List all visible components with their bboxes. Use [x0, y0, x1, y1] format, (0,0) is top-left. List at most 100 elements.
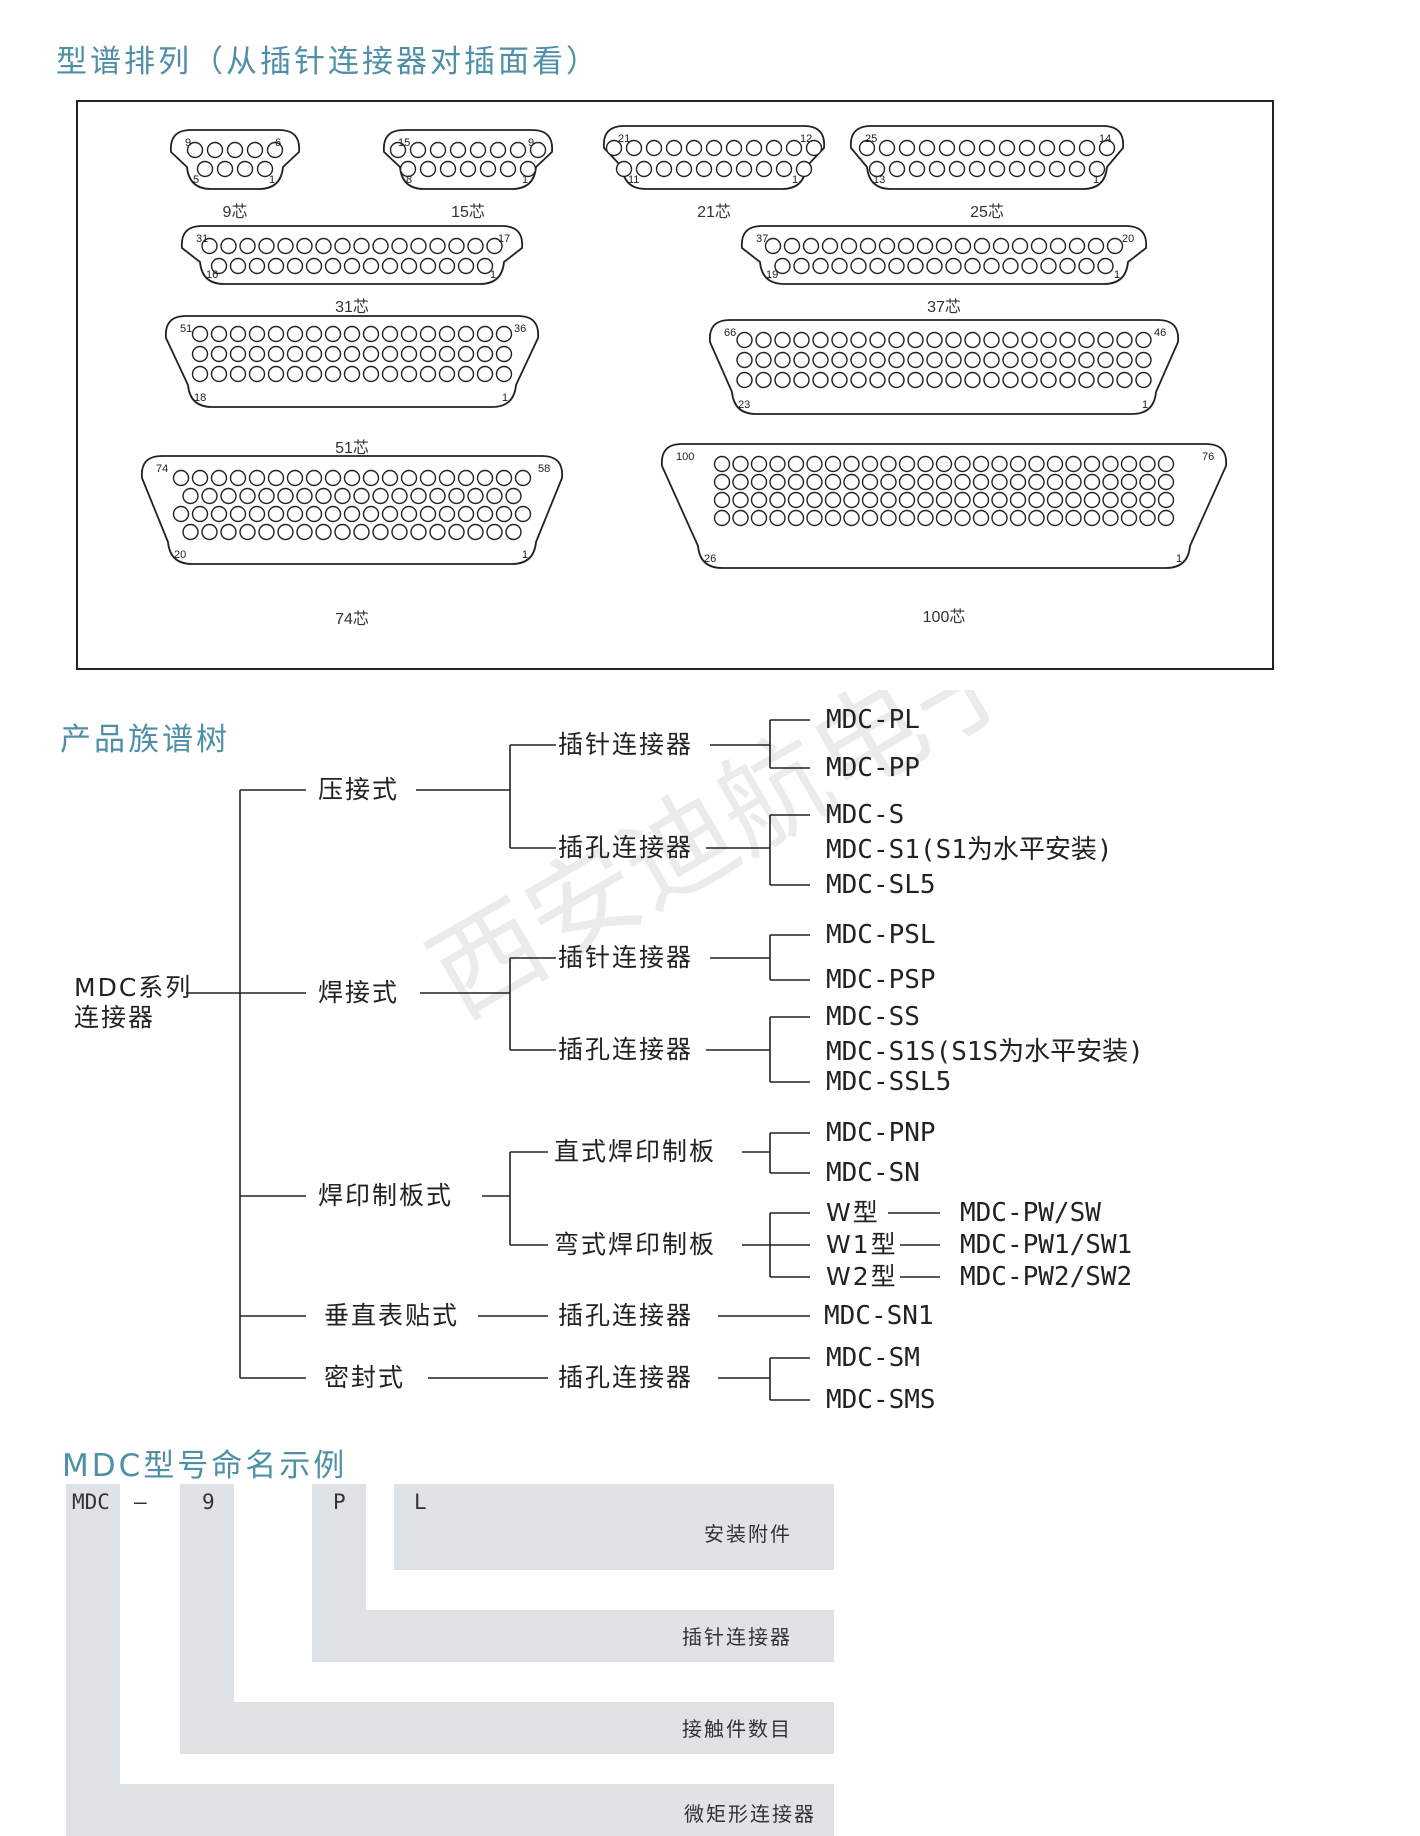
pin-hole: [917, 473, 934, 491]
tree-root-label: 连接器: [74, 1003, 155, 1032]
pin-hole: [1157, 455, 1175, 473]
pin-hole: [858, 139, 876, 157]
pin-number-top-left: 100: [676, 451, 694, 463]
pin-hole: [888, 331, 905, 349]
pin-hole: [229, 325, 247, 343]
pin-hole: [1139, 491, 1156, 509]
pin-hole: [286, 257, 304, 275]
pin-hole: [1002, 371, 1019, 389]
pin-hole: [806, 509, 823, 527]
family-tree-diagram: 西安迪航电子MDC系列连接器压接式焊接式焊印制板式垂直表贴式密封式插针连接器插孔…: [74, 690, 1144, 1410]
pin-hole: [898, 473, 916, 491]
pin-number-top-left: 21: [618, 133, 630, 145]
pin-hole: [1102, 455, 1119, 473]
pin-hole: [1139, 509, 1156, 527]
pin-hole: [438, 257, 456, 275]
pin-number-bottom-left: 19: [766, 269, 778, 281]
tree-pin-connector: 插针连接器: [558, 730, 693, 759]
pin-hole: [1021, 371, 1038, 389]
pin-hole: [286, 325, 304, 343]
pin-hole: [419, 505, 437, 523]
pin-hole: [769, 491, 786, 509]
pin-hole: [201, 523, 218, 541]
model-mdc-pw2-sw2: MDC-PW2/SW2: [960, 1262, 1132, 1292]
pin-hole: [861, 455, 879, 473]
tree-sealed-type: 密封式: [324, 1363, 405, 1392]
pin-hole: [305, 325, 323, 343]
pin-hole: [938, 139, 956, 157]
pin-hole: [479, 160, 497, 178]
pin-hole: [675, 160, 693, 178]
naming-code-dash: —: [134, 1490, 147, 1514]
pin-hole: [991, 509, 1008, 527]
pin-hole: [1028, 160, 1046, 178]
pin-hole: [226, 141, 244, 159]
model-mdc-pw1-sw1: MDC-PW1/SW1: [960, 1230, 1132, 1260]
pin-hole: [391, 487, 408, 505]
pin-hole: [1021, 351, 1038, 369]
pin-hole: [229, 365, 247, 383]
pin-hole: [210, 469, 228, 487]
pin-hole: [495, 325, 513, 343]
pin-hole: [389, 141, 407, 159]
pin-hole: [286, 345, 304, 363]
pin-number-top-left: 31: [196, 233, 208, 245]
pin-hole: [787, 491, 805, 509]
pin-hole: [324, 257, 342, 275]
model-mdc-sn: MDC-SN: [826, 1158, 920, 1188]
pin-hole: [918, 139, 936, 157]
pin-number-bottom-right: 1: [522, 174, 528, 186]
pin-hole: [400, 469, 418, 487]
pin-hole: [486, 487, 503, 505]
pin-hole: [505, 487, 522, 505]
pin-hole: [774, 351, 791, 369]
pin-hole: [1008, 160, 1026, 178]
pin-hole: [972, 509, 990, 527]
pin-hole: [787, 509, 805, 527]
pin-hole: [850, 257, 867, 275]
pin-hole: [391, 523, 408, 541]
pin-hole: [806, 491, 823, 509]
pin-hole: [645, 139, 663, 157]
pin-hole: [324, 365, 342, 383]
pin-hole: [935, 509, 953, 527]
pin-hole: [843, 473, 860, 491]
pin-hole: [362, 325, 380, 343]
pin-hole: [1059, 331, 1076, 349]
pin-hole: [898, 509, 916, 527]
pin-hole: [1040, 331, 1057, 349]
pin-hole: [917, 509, 934, 527]
pin-hole: [495, 345, 513, 363]
pin-hole: [499, 160, 517, 178]
connector-caption-51: 51芯: [335, 439, 369, 457]
pin-hole: [958, 139, 976, 157]
pin-hole: [954, 491, 971, 509]
pin-hole: [948, 160, 966, 178]
pin-hole: [239, 237, 256, 255]
pin-hole: [605, 139, 623, 157]
pin-hole: [1097, 351, 1114, 369]
pin-hole: [353, 487, 370, 505]
pin-hole: [457, 345, 475, 363]
pin-hole: [191, 345, 209, 363]
tree-straight-pcb: 直式焊印制板: [554, 1137, 716, 1166]
pin-hole: [1157, 509, 1175, 527]
connector-caption-9: 9芯: [223, 203, 248, 221]
pin-number-top-right: 20: [1122, 233, 1134, 245]
pin-hole: [769, 509, 786, 527]
pin-hole: [1065, 455, 1082, 473]
pin-hole: [296, 487, 313, 505]
layout-section-title: 型谱排列（从插针连接器对插面看）: [56, 44, 600, 80]
pin-hole: [793, 351, 810, 369]
model-mdc-sn1: MDC-SN1: [824, 1301, 934, 1331]
pin-number-bottom-left: 20: [174, 549, 186, 561]
pin-hole: [400, 257, 418, 275]
pin-hole: [935, 455, 953, 473]
pin-hole: [713, 455, 731, 473]
pin-number-top-left: 9: [185, 137, 191, 149]
pin-hole: [907, 351, 924, 369]
model-mdc-s1: MDC-S1(S1为水平安装): [826, 835, 1113, 865]
pin-hole: [880, 491, 897, 509]
